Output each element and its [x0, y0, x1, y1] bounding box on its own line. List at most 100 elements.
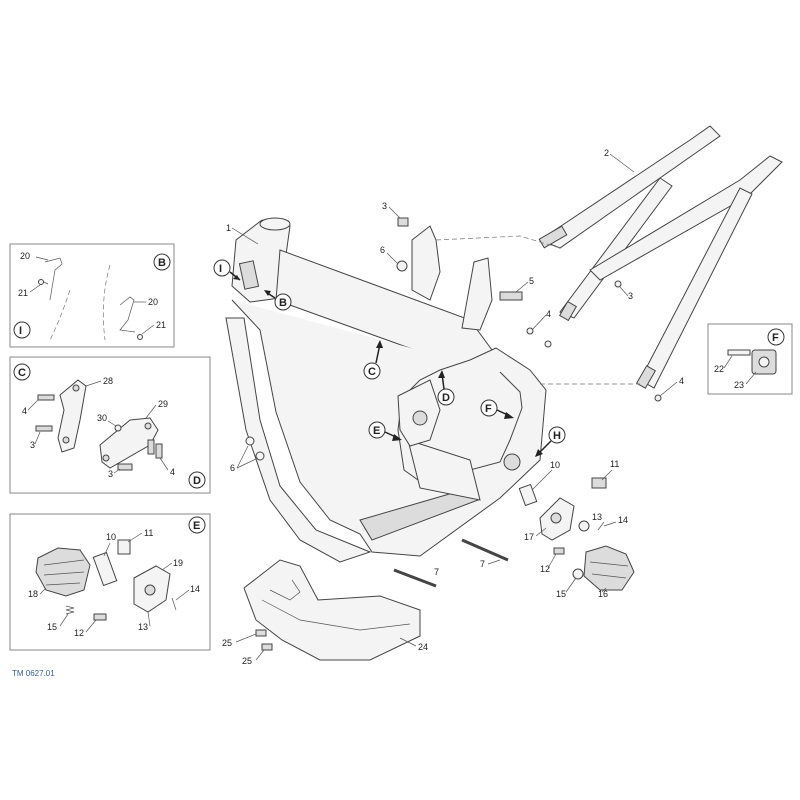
bolt-21a	[38, 279, 44, 285]
label-29: 29	[158, 399, 168, 409]
bolt-12-inset	[93, 613, 107, 621]
label-6-left: 6	[230, 463, 235, 473]
bolt-21b	[137, 334, 143, 340]
callout-h: H	[553, 430, 561, 442]
rear-gusset	[461, 257, 493, 331]
label-e-15: 15	[47, 622, 57, 632]
label-25-b: 25	[242, 656, 252, 666]
bolt-5	[499, 291, 523, 301]
label-13: 13	[592, 512, 602, 522]
label-21a: 21	[18, 288, 28, 298]
pin-10	[92, 551, 118, 587]
footpeg-16	[583, 545, 635, 591]
inset-f-frame	[707, 323, 793, 395]
label-30: 30	[97, 413, 107, 423]
inset-e-frame	[9, 513, 211, 651]
callout-d: D	[442, 392, 450, 404]
label-21b: 21	[156, 320, 166, 330]
bolt-11-main	[591, 477, 607, 489]
label-c-4: 4	[22, 406, 27, 416]
bolt-d-b	[155, 443, 163, 459]
label-c-3: 3	[30, 440, 35, 450]
label-d-4: 4	[170, 467, 175, 477]
footpeg-18	[35, 547, 91, 597]
label-f-23: 23	[734, 380, 744, 390]
bolt-c-a	[37, 394, 55, 401]
label-14: 14	[618, 515, 628, 525]
inset-b-i-frame	[9, 243, 175, 348]
callout-e-inset: E	[193, 520, 200, 532]
bolt-22	[727, 349, 751, 356]
label-17: 17	[524, 532, 534, 542]
callout-i: I	[219, 263, 222, 275]
diagram-code: TM 0627.01	[12, 669, 55, 678]
cable-guide-20a	[44, 257, 63, 301]
main-callouts: I B C D E F H	[213, 259, 566, 457]
label-e-11: 11	[144, 528, 153, 538]
skid-plate-24	[243, 559, 421, 661]
label-28: 28	[103, 376, 113, 386]
label-e-12: 12	[74, 628, 84, 638]
down-tube	[225, 317, 372, 563]
lower-plate	[407, 439, 481, 501]
label-f-22: 22	[714, 364, 724, 374]
label-e-13: 13	[138, 622, 148, 632]
bolt-4-subframe	[654, 394, 662, 402]
subframe-lower-right	[639, 187, 753, 389]
inset-e: E 10 11 19 18 14 15 12 13	[9, 513, 211, 651]
main-frame	[225, 217, 547, 563]
inset-b-i: 20 21 20 21 B I	[9, 243, 175, 348]
label-4-subframe: 4	[679, 376, 684, 386]
label-7-lower: 7	[434, 567, 439, 577]
bolt-12-main	[553, 547, 565, 555]
bolt-3-subframe	[614, 280, 622, 288]
cable-guide-20b	[119, 296, 136, 333]
callout-circle-i	[213, 259, 231, 277]
callout-circle-i-inset	[13, 321, 31, 339]
label-1: 1	[226, 223, 231, 233]
subframe	[435, 125, 783, 389]
label-e-19: 19	[173, 558, 183, 568]
subframe-upper-right	[589, 155, 783, 281]
callout-e: E	[373, 425, 380, 437]
pin-14	[171, 597, 177, 611]
callout-circle-f-inset	[767, 328, 785, 346]
callout-b: B	[279, 297, 287, 309]
callout-circle-h	[548, 426, 566, 444]
nut-6-left-b	[255, 451, 265, 461]
label-d-3: 3	[108, 469, 113, 479]
callout-f-inset: F	[772, 332, 779, 344]
callout-circle-e	[368, 421, 386, 439]
callout-d-inset: D	[193, 475, 201, 487]
label-20a: 20	[20, 251, 30, 261]
spring-15	[65, 605, 75, 615]
label-3-top: 3	[382, 201, 387, 211]
callout-circle-b-inset	[153, 253, 171, 271]
bolt-3-top	[397, 217, 409, 227]
inset-c-d: C D 28 4 3 29 30 4 3	[9, 356, 211, 494]
inset-f: F 22 23	[707, 323, 793, 395]
pin-14-main	[597, 521, 605, 531]
bolt-c-b	[35, 425, 53, 432]
label-6-top: 6	[380, 245, 385, 255]
subframe-upper-rail	[538, 125, 721, 249]
callout-circle-d-inset	[188, 471, 206, 489]
label-5: 5	[529, 276, 534, 286]
label-2: 2	[604, 148, 609, 158]
callout-i-inset: I	[19, 325, 22, 337]
label-4-mid: 4	[546, 309, 551, 319]
bolt-7-upper	[461, 538, 509, 562]
label-3-subframe: 3	[628, 291, 633, 301]
label-20b: 20	[148, 297, 158, 307]
bolt-4-mid	[526, 327, 534, 335]
label-16: 16	[598, 589, 608, 599]
main-labels: 1 2 3 3 4 4 5 6 6 7 7 10 11 12 13 14 15 …	[222, 148, 684, 666]
callout-circle-f	[480, 399, 498, 417]
label-24: 24	[418, 642, 428, 652]
callout-circle-d	[437, 388, 455, 406]
bracket-28	[57, 379, 87, 453]
bolt-7-lower	[393, 568, 437, 588]
callout-circle-c-inset	[13, 363, 31, 381]
nut-6-left-a	[245, 436, 255, 446]
